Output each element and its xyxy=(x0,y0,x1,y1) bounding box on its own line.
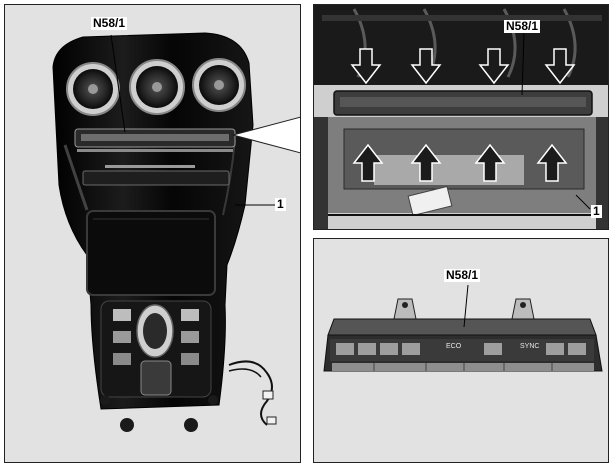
button-label-sync: SYNC xyxy=(520,343,540,350)
label-unit-module: N58/1 xyxy=(444,268,481,282)
label-main-module: N58/1 xyxy=(91,16,128,30)
console-overview-panel: N58/1 1 xyxy=(4,4,301,463)
button-label-eco: ECO xyxy=(446,343,462,350)
up-arrow-icon xyxy=(352,143,384,182)
storage-compartment xyxy=(86,210,216,296)
air-vent-icon xyxy=(129,59,185,115)
console-illustration xyxy=(52,32,300,432)
air-vent-icon xyxy=(192,58,246,112)
down-arrow-icon xyxy=(410,48,442,85)
label-detail-trim: 1 xyxy=(591,204,602,218)
up-arrow-icon xyxy=(410,143,442,182)
up-arrow-icon xyxy=(536,143,568,182)
wiring-harness xyxy=(228,360,273,426)
installed-module-illustration xyxy=(314,5,608,229)
label-main-trim: 1 xyxy=(275,197,286,211)
down-arrow-icon xyxy=(350,48,382,85)
installed-module-panel: N58/1 1 xyxy=(313,4,609,230)
removed-module-panel: N58/1 ECO SYNC xyxy=(313,238,609,463)
down-arrow-icon xyxy=(478,48,510,85)
audio-control-row xyxy=(82,170,230,186)
air-vent-icon xyxy=(66,62,120,116)
down-arrow-icon xyxy=(544,48,576,85)
up-arrow-icon xyxy=(474,143,506,182)
label-detail-module: N58/1 xyxy=(504,19,541,33)
removed-module-illustration xyxy=(323,284,603,372)
